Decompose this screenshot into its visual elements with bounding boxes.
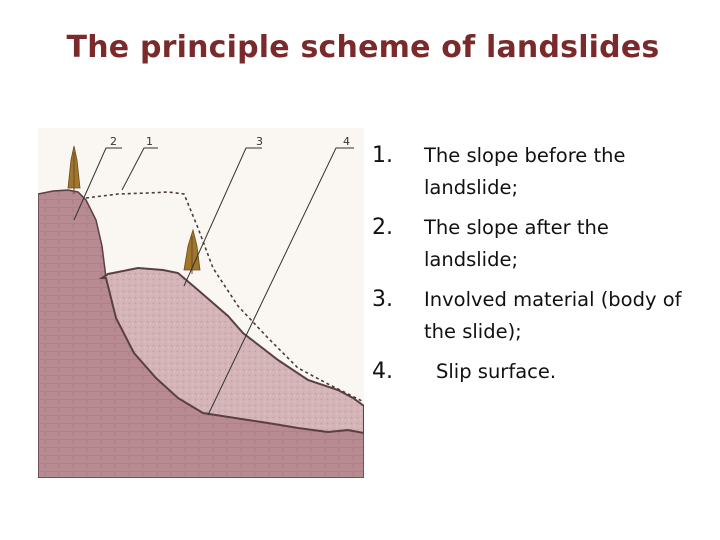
slide-body [98, 266, 364, 435]
legend-list: 1. The slope before the landslide; 2. Th… [368, 140, 698, 396]
callout-line-4 [207, 147, 354, 416]
callout-label-1: 1 [146, 135, 153, 148]
callout-line-2 [73, 147, 122, 221]
callout-line-1 [121, 147, 158, 191]
original-slope-line [85, 191, 364, 403]
callout-label-3: 3 [256, 135, 263, 148]
legend-item: 1. The slope before the landslide; [368, 140, 698, 204]
legend-number: 2. [372, 215, 393, 240]
callout-label-2: 2 [110, 135, 117, 148]
landslide-diagram: 2 1 3 4 [38, 128, 364, 478]
callout-label-4: 4 [343, 135, 350, 148]
legend-text: The slope after the landslide; [424, 216, 609, 271]
callout-line-3 [183, 147, 262, 287]
legend-number: 4. [372, 359, 393, 384]
tree-icon-top [67, 145, 81, 194]
legend-text: Slip surface. [436, 360, 557, 383]
slide-title: The principle scheme of landslides [66, 30, 660, 65]
legend-number: 3. [372, 287, 393, 312]
legend-number: 1. [372, 143, 393, 168]
legend-item: 4. Slip surface. [368, 356, 698, 388]
legend-text: Involved material (body of the slide); [424, 288, 682, 343]
legend-item: 3. Involved material (body of the slide)… [368, 284, 698, 348]
legend-item: 2. The slope after the landslide; [368, 212, 698, 276]
legend-text: The slope before the landslide; [424, 144, 626, 199]
